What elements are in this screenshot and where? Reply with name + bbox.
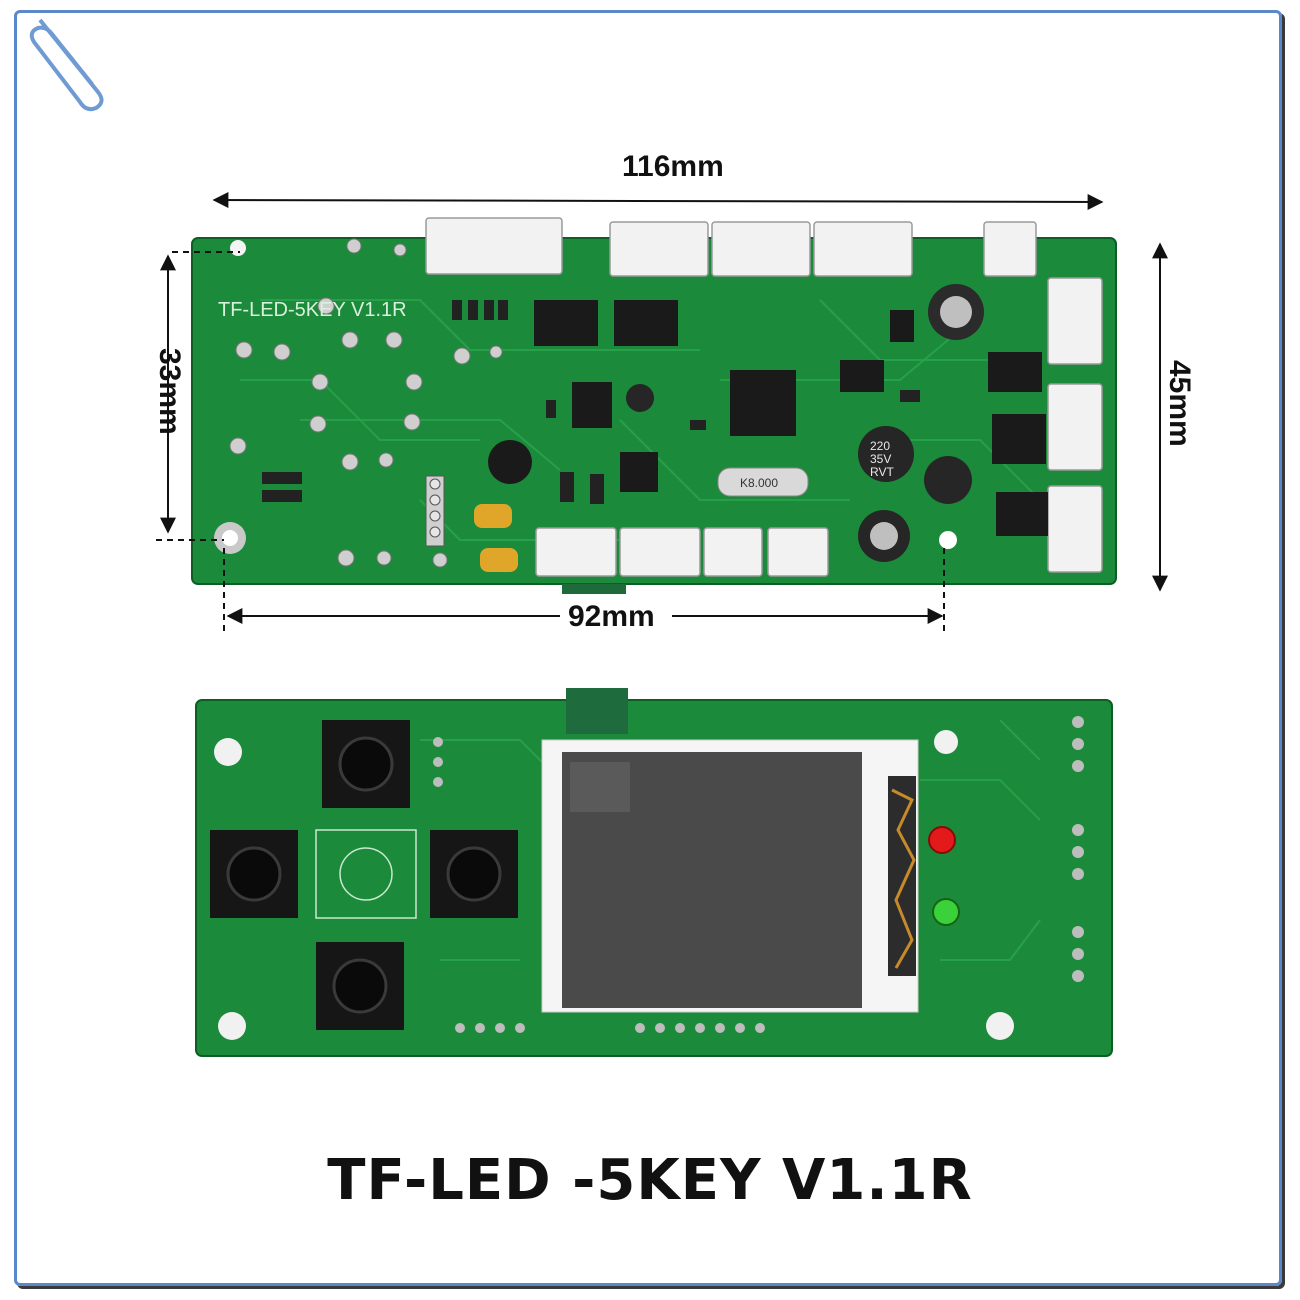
lcd-screen — [541, 739, 919, 1013]
mounting-hole — [934, 730, 958, 754]
connector-tab — [566, 688, 628, 734]
capacitor-label: RVT — [870, 465, 894, 479]
green-led — [932, 898, 960, 926]
red-led — [928, 826, 956, 854]
capacitor-label: 35V — [870, 452, 891, 466]
silkscreen-label: TF-LED-5KEY V1.1R — [218, 299, 407, 321]
product-title: TF-LED -5KEY V1.1R — [327, 1148, 973, 1213]
dimension-lines — [156, 192, 1168, 632]
pcb-front-board — [195, 688, 1113, 1057]
mounting-hole — [218, 1012, 246, 1040]
width-dimension-label: 116mm — [622, 150, 724, 183]
ceramic-capacitor — [480, 548, 518, 572]
paperclip-icon — [29, 18, 104, 112]
top-connectors — [425, 217, 1103, 577]
tactile-buttons — [210, 720, 518, 1030]
pcb-back-board: TF-LED-5KEY V1.1R — [191, 217, 1117, 594]
crystal-oscillator — [717, 467, 809, 497]
mounting-hole — [230, 240, 246, 256]
electrolytic-capacitors — [488, 284, 984, 562]
mounting-hole — [939, 531, 957, 549]
height-dimension-label: 45mm — [1163, 360, 1196, 447]
hole-width-dimension-label: 92mm — [568, 600, 655, 633]
hole-height-dimension-label: 33mm — [153, 348, 186, 435]
capacitor-label: 220 — [870, 439, 890, 453]
mounting-hole — [214, 738, 242, 766]
mounting-hole — [986, 1012, 1014, 1040]
crystal-label: K8.000 — [740, 476, 778, 490]
ceramic-capacitor — [474, 504, 512, 528]
ic-chips — [534, 300, 1048, 536]
image-frame — [14, 10, 1282, 1286]
